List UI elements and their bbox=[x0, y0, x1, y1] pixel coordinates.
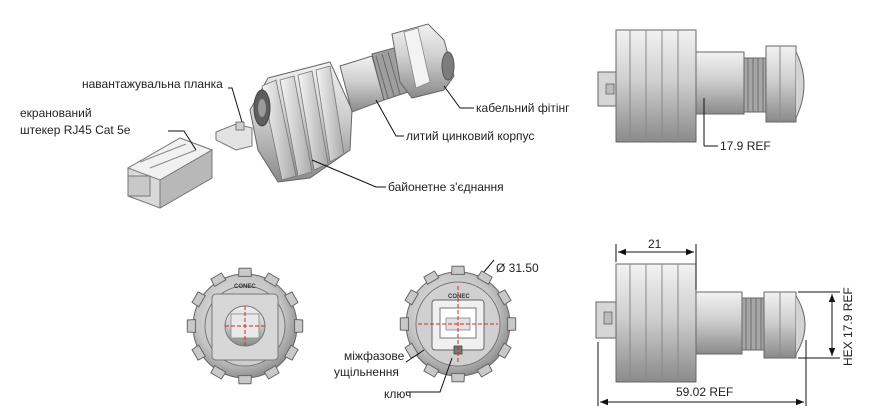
gear-tooth bbox=[237, 375, 253, 385]
diameter-dimension: Ø 31.50 bbox=[496, 261, 539, 275]
gear-tooth bbox=[423, 363, 440, 378]
loading-bar-label: навантажувальна планка bbox=[82, 77, 223, 91]
cable-fitting-part bbox=[371, 23, 455, 101]
rj45-plug bbox=[126, 137, 214, 209]
zinc-housing-label: литий цинковий корпус bbox=[406, 129, 534, 143]
gear-tooth bbox=[237, 267, 253, 277]
gear-tooth bbox=[294, 318, 304, 334]
gear-tooth bbox=[404, 289, 419, 306]
length-ref-dimension: 59.02 REF bbox=[676, 385, 733, 399]
gear-tooth bbox=[507, 316, 517, 332]
gear-tooth bbox=[423, 270, 440, 285]
gear-tooth bbox=[497, 289, 512, 306]
conec-logo-1: CONEC bbox=[234, 284, 256, 290]
exploded-view: навантажувальна планка екранований штеке… bbox=[20, 23, 570, 209]
gear-tooth bbox=[399, 316, 409, 332]
interphase-seal-label-line2: ущільнення bbox=[334, 365, 399, 379]
front-view-plug: CONEC bbox=[186, 267, 304, 385]
cable-fitting-label: кабельний фітінг bbox=[476, 101, 570, 115]
gear-tooth bbox=[284, 344, 299, 361]
gear-tooth bbox=[476, 270, 493, 285]
loading-bar-part bbox=[215, 121, 253, 151]
gear-tooth bbox=[263, 365, 280, 380]
gear-tooth bbox=[210, 272, 227, 287]
bayonet-label: байонетне з'єднання bbox=[388, 180, 504, 194]
conec-logo-2: CONEC bbox=[448, 294, 470, 300]
gear-tooth bbox=[284, 291, 299, 308]
front-view-socket: CONEC bbox=[399, 259, 517, 393]
key-label: ключ bbox=[384, 387, 411, 401]
gear-tooth bbox=[186, 318, 196, 334]
gear-tooth bbox=[497, 342, 512, 359]
interphase-seal-label-line1: міжфазове bbox=[344, 349, 405, 363]
width-21-dimension: 21 bbox=[648, 237, 662, 251]
gear-tooth bbox=[450, 373, 466, 383]
gear-tooth bbox=[210, 365, 227, 380]
exploded-leaders bbox=[168, 85, 474, 188]
gear-tooth bbox=[263, 272, 280, 287]
shielded-plug-label-line1: екранований bbox=[20, 106, 92, 120]
side-view-bottom bbox=[595, 244, 840, 406]
side-view-top: 17.9 REF bbox=[597, 29, 805, 153]
zinc-housing-part bbox=[249, 55, 385, 183]
hex-ref-dimension: HEX 17.9 REF bbox=[841, 287, 855, 366]
ref-top-dimension: 17.9 REF bbox=[720, 139, 771, 153]
gear-tooth bbox=[450, 265, 466, 275]
gear-tooth bbox=[191, 291, 206, 308]
gear-tooth bbox=[191, 344, 206, 361]
gear-tooth bbox=[476, 363, 493, 378]
shielded-plug-label-line2: штекер RJ45 Cat 5e bbox=[20, 123, 131, 137]
